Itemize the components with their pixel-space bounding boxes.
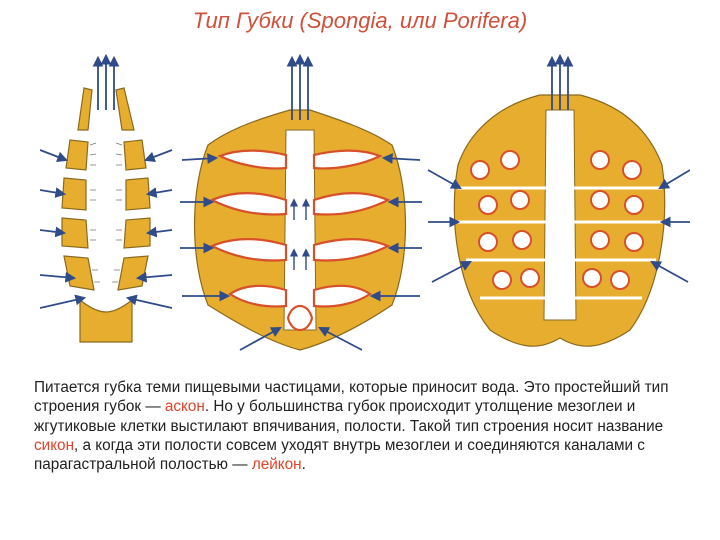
sycon-diagram [180,56,422,350]
term-sycon: сикон [34,437,74,454]
term-ascon: аскон [165,398,205,415]
slide-title: Тип Губки (Spongia, или Porifera) [0,8,720,34]
leucon-diagram [428,56,690,346]
ascon-diagram [40,56,172,342]
caption-text: Питается губка теми пищевыми частицами, … [34,378,694,474]
sponge-body-types-diagram [40,50,690,360]
caption-part-3: , а когда эти полости совсем уходят внут… [34,437,645,473]
term-leucon: лейкон [252,456,302,473]
caption-part-4: . [302,456,306,473]
